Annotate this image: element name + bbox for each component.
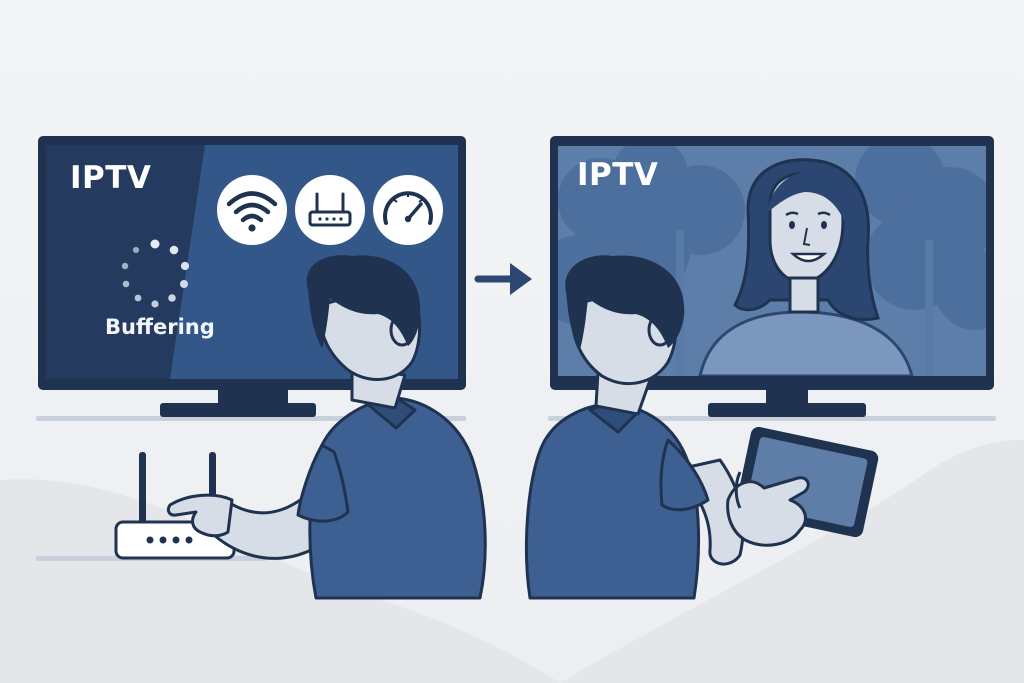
man-left (166, 255, 487, 600)
loading-spinner-icon (121, 239, 190, 308)
wifi-icon (217, 175, 287, 245)
background-hill-right (560, 440, 1024, 683)
hand-on-tablet (726, 471, 810, 547)
tv-left-title: IPTV (70, 160, 152, 196)
router-icon (295, 175, 365, 245)
speedometer-icon (373, 175, 443, 245)
tv-right-title: IPTV (577, 157, 659, 193)
arrow-right-icon (474, 263, 532, 295)
buffering-label: Buffering (105, 315, 215, 339)
shelf-right (548, 416, 996, 421)
man-right (525, 255, 745, 600)
